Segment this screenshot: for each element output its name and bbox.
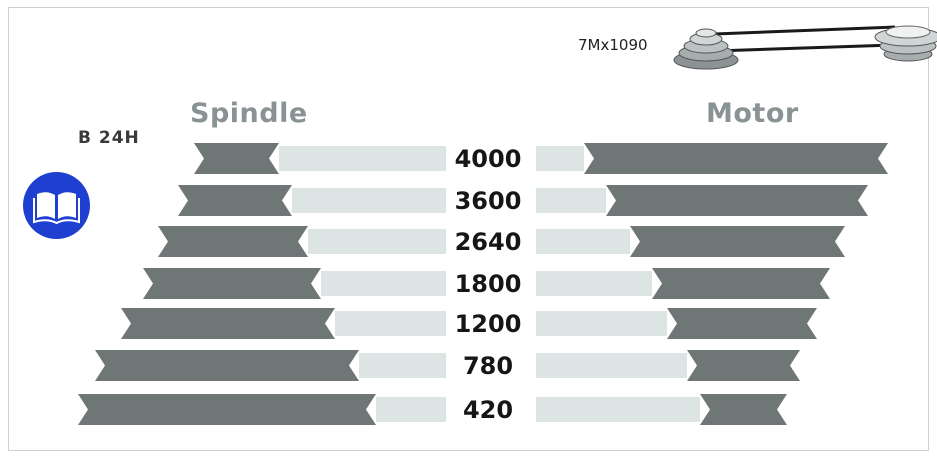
machine-model: B 24H <box>78 128 140 148</box>
spindle-step <box>78 394 376 425</box>
spindle-step <box>143 268 321 299</box>
motor-track <box>536 353 687 378</box>
spindle-step <box>178 185 292 216</box>
spindle-track <box>279 146 446 171</box>
speed-label: 420 <box>463 396 513 424</box>
book-icon <box>33 192 80 225</box>
motor-step <box>606 185 868 216</box>
motor-track <box>536 146 584 171</box>
motor-step <box>687 350 800 381</box>
speed-label: 1800 <box>455 270 522 298</box>
speed-label: 1200 <box>455 310 522 338</box>
belt-size-label: 7Mx1090 <box>578 36 648 54</box>
speed-label: 780 <box>463 352 513 380</box>
spindle-track <box>321 271 446 296</box>
spindle-step <box>121 308 335 339</box>
belt-pulley-icon <box>673 25 937 70</box>
motor-step <box>652 268 830 299</box>
spindle-step <box>158 226 308 257</box>
motor-step <box>584 143 888 174</box>
motor-track <box>536 229 630 254</box>
speed-label: 2640 <box>455 228 522 256</box>
motor-step <box>700 394 787 425</box>
motor-track <box>536 188 606 213</box>
spindle-title: Spindle <box>190 98 308 129</box>
spindle-step <box>194 143 279 174</box>
spindle-track <box>292 188 446 213</box>
spindle-track <box>335 311 446 336</box>
motor-track <box>536 311 667 336</box>
motor-title: Motor <box>706 98 799 129</box>
motor-track <box>536 271 652 296</box>
motor-step <box>630 226 845 257</box>
speed-label: 3600 <box>455 187 522 215</box>
motor-track <box>536 397 700 422</box>
speed-label: 4000 <box>455 145 522 173</box>
spindle-track <box>359 353 446 378</box>
spindle-track <box>308 229 446 254</box>
motor-step <box>667 308 817 339</box>
manual-button[interactable] <box>23 172 90 239</box>
spindle-step <box>95 350 359 381</box>
spindle-track <box>376 397 446 422</box>
